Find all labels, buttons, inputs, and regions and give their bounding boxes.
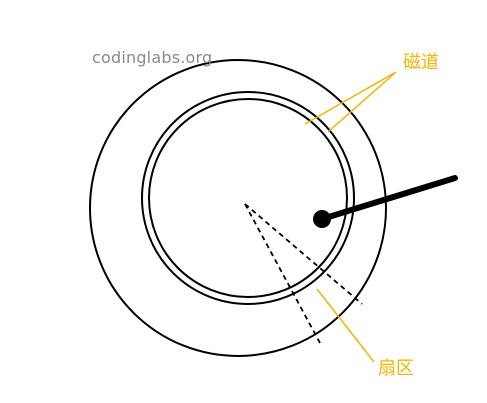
track-ring-inner (148, 98, 348, 298)
read-write-arm (319, 175, 458, 222)
track-label: 磁道 (403, 52, 439, 73)
outer-disk-circle (89, 59, 387, 357)
sector-boundary-left (244, 203, 321, 344)
watermark-text: codinglabs.org (92, 48, 213, 67)
sector-boundary-right (244, 203, 363, 305)
track-ring-outer (141, 91, 355, 305)
read-write-head (313, 210, 331, 228)
track-leader-line-1 (304, 71, 397, 125)
sector-label: 扇区 (378, 358, 414, 379)
sector-leader-line (316, 288, 375, 363)
track-leader-line-2 (327, 71, 397, 133)
